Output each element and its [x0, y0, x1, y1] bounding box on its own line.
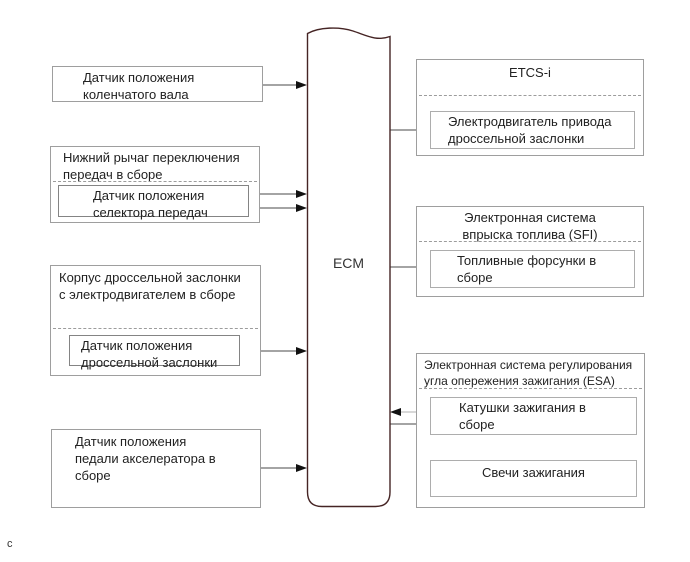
box-label-line: Электродвигатель привода: [448, 114, 612, 129]
arrowhead-right-icon: [296, 204, 307, 212]
box-label-line: Корпус дроссельной заслонки: [59, 270, 241, 285]
nested-box-spark-plugs: Свечи зажигания: [430, 460, 637, 497]
nested-box-throttle-position-sensor: Датчик положения дроссельной заслонки: [69, 335, 240, 370]
box-title-line: ETCS-i: [509, 65, 551, 80]
ecm-label: ECM: [332, 255, 365, 271]
dashed-divider: [53, 328, 258, 329]
arrowhead-left-icon: [390, 408, 401, 416]
dashed-divider: [419, 241, 641, 242]
output-box-etcs: ETCS-i Электродвигатель привода дроссель…: [416, 59, 644, 156]
box-label-line: Нижний рычаг переключения: [63, 150, 240, 165]
ecm-shape: [306, 27, 391, 508]
nested-box-selector-position-sensor: Датчик положения селектора передач: [58, 185, 249, 220]
input-box-throttle-body-assembly: Корпус дроссельной заслонки с электродви…: [50, 265, 261, 376]
box-label-line: Датчик положения: [83, 70, 195, 85]
box-label-line: Катушки зажигания в: [459, 400, 586, 415]
box-label-line: коленчатого вала: [83, 87, 189, 102]
box-label-line: Датчик положения: [75, 434, 187, 449]
dashed-divider: [53, 181, 257, 182]
page-marker: c: [7, 538, 13, 550]
box-title-line: Электронная система: [464, 210, 596, 225]
arrowhead-right-icon: [296, 190, 307, 198]
box-title-line: Электронная система регулирования: [424, 358, 633, 372]
dashed-divider: [419, 388, 642, 389]
nested-box-throttle-motor: Электродвигатель привода дроссельной зас…: [430, 111, 635, 149]
box-label-line: дроссельной заслонки: [448, 131, 585, 146]
box-label-line: Датчик положения: [81, 338, 193, 353]
arrowhead-right-icon: [296, 347, 307, 355]
nested-box-ignition-coils: Катушки зажигания в сборе: [430, 397, 637, 435]
dashed-divider: [419, 95, 641, 96]
box-label-line: сборе: [75, 468, 111, 483]
box-title-line: впрыска топлива (SFI): [462, 227, 598, 242]
box-label-line: передач в сборе: [63, 167, 163, 182]
box-label-line: с электродвигателем в сборе: [59, 287, 236, 302]
box-label-line: Топливные форсунки в: [457, 253, 597, 268]
box-label-line: дроссельной заслонки: [81, 355, 218, 370]
box-label-line: сборе: [457, 270, 493, 285]
input-box-accelerator-pedal-sensor: Датчик положения педали акселератора в с…: [51, 429, 261, 508]
output-box-sfi: Электронная система впрыска топлива (SFI…: [416, 206, 644, 297]
box-label-line: Датчик положения: [93, 188, 205, 203]
box-label-line: селектора передач: [93, 205, 208, 220]
box-label-line: педали акселератора в: [75, 451, 216, 466]
box-label-line: Свечи зажигания: [482, 465, 585, 480]
box-title-line: угла опережения зажигания (ESA): [424, 374, 615, 388]
input-box-crankshaft-position-sensor: Датчик положения коленчатого вала: [52, 66, 263, 102]
arrowhead-right-icon: [296, 81, 307, 89]
output-box-esa: Электронная система регулирования угла о…: [416, 353, 645, 508]
box-label-line: сборе: [459, 417, 495, 432]
arrowhead-right-icon: [296, 464, 307, 472]
nested-box-fuel-injectors: Топливные форсунки в сборе: [430, 250, 635, 288]
input-box-shift-lever-assembly: Нижний рычаг переключения передач в сбор…: [50, 146, 260, 223]
